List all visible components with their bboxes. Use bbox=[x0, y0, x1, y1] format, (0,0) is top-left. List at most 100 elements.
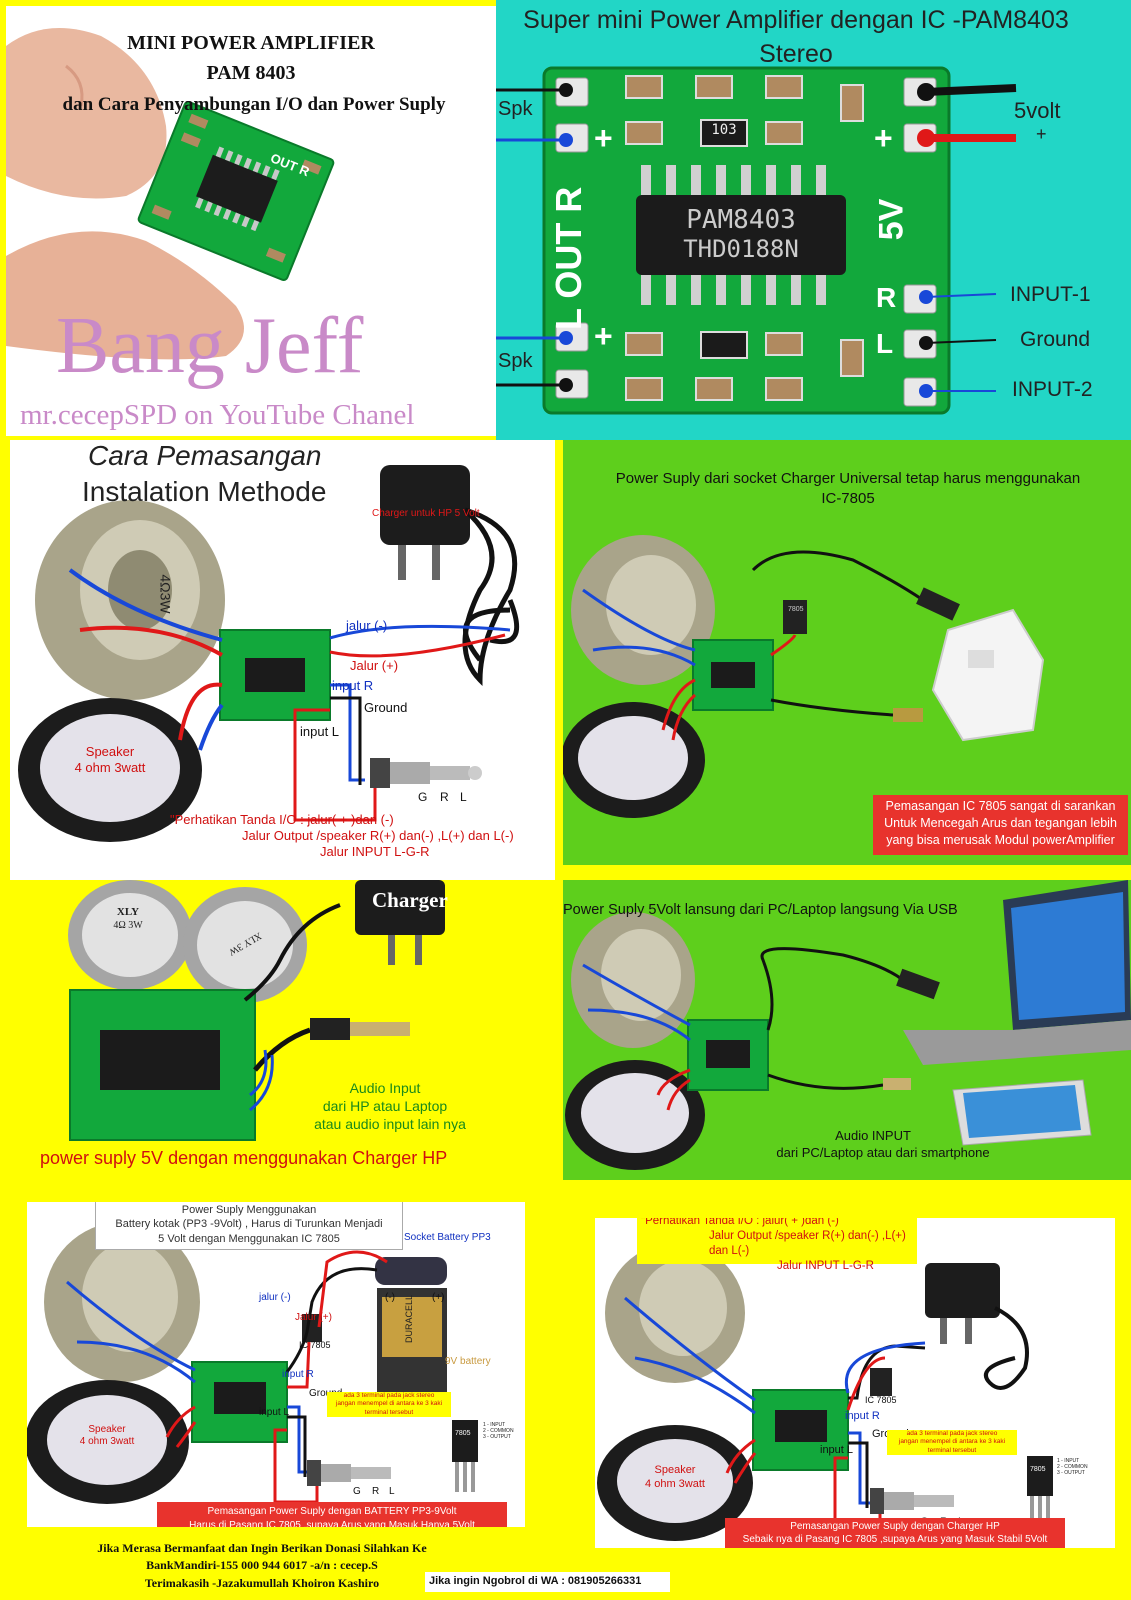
ic-note-box: Pemasangan IC 7805 sangat di sarankan Un… bbox=[873, 795, 1128, 855]
speaker1-spec: 4Ω 3W bbox=[113, 920, 143, 931]
audio-input-2: dari HP atau Laptop bbox=[322, 1098, 448, 1114]
panel-installation: Cara Pemasangan Instalation Methode Char… bbox=[10, 440, 555, 880]
charger-label: Charger untuk HP 5 Volt bbox=[372, 508, 480, 519]
battery-minus: (-) bbox=[385, 1292, 395, 1303]
battery-diagram bbox=[27, 1222, 478, 1504]
regulator-pins: 1 - INPUT 2 - COMMON 3 - OUTPUT bbox=[483, 1422, 514, 1440]
charger-hp-diagram bbox=[68, 880, 445, 1141]
ic-label: IC 7805 bbox=[299, 1340, 331, 1350]
speaker-label-2: 4 ohm 3watt bbox=[74, 760, 146, 775]
jack-note-1: ada 3 terminal pada jack stereo bbox=[906, 1430, 998, 1437]
donation-footer: Jika Merasa Bermanfaat dan Ingin Berikan… bbox=[27, 1540, 497, 1592]
install-title-2: Instalation Methode bbox=[82, 476, 327, 507]
input-r-label: input R bbox=[282, 1369, 314, 1380]
title-line-2: PAM 8403 bbox=[206, 62, 296, 84]
io-note-3: Jalur INPUT L-G-R bbox=[777, 1259, 874, 1272]
channel-name: mr.cecepSPD on YouTube Chanel bbox=[20, 399, 415, 431]
spk-top-label: Spk bbox=[498, 98, 533, 120]
donation-line-2: BankMandiri-155 000 944 6017 -a/n : cece… bbox=[146, 1558, 378, 1573]
ic-note-2: Untuk Mencegah Arus dan tegangan lebih bbox=[884, 815, 1117, 830]
jalur-pos-label: Jalur (+) bbox=[350, 658, 399, 673]
spk-bottom-label: Spk bbox=[498, 350, 533, 372]
usb-title-2: IC-7805 bbox=[821, 490, 875, 507]
note-line-3: Jalur INPUT L-G-R bbox=[320, 844, 430, 859]
laptop-title: Power Suply 5Volt lansung dari PC/Laptop… bbox=[563, 902, 958, 918]
hand-with-board-illustration: OUT R bbox=[6, 28, 335, 360]
ic-label: IC 7805 bbox=[865, 1395, 897, 1405]
plus-mark-right: + bbox=[874, 120, 893, 156]
input-l-label: input L bbox=[300, 724, 340, 739]
regulator-pins: 1 - INPUT 2 - COMMON 3 - OUTPUT bbox=[1057, 1458, 1088, 1476]
pin-label-r: R bbox=[876, 282, 897, 313]
jack-g: G bbox=[353, 1486, 361, 1497]
charger-ic-diagram bbox=[597, 1243, 1053, 1541]
charger-text: Charger bbox=[372, 888, 448, 912]
charger-ic-note-2: Sebaik nya di Pasang IC 7805 ,supaya Aru… bbox=[742, 1534, 1048, 1545]
jalur-neg-label: jalur (-) bbox=[259, 1292, 291, 1303]
jack-l: L bbox=[460, 790, 467, 804]
battery-info-2: Battery kotak (PP3 -9Volt) , Harus di Tu… bbox=[115, 1218, 383, 1231]
speaker-label-2: 4 ohm 3watt bbox=[79, 1436, 135, 1447]
input2-label: INPUT-2 bbox=[1012, 378, 1093, 401]
input-r-label: input R bbox=[332, 678, 374, 693]
volt-plus-label: + bbox=[1036, 124, 1047, 144]
jack-g: G bbox=[418, 790, 428, 804]
battery-note-1: Pemasangan Power Suply dengan BATTERY PP… bbox=[207, 1506, 457, 1517]
pinout-title: Super mini Power Amplifier dengan IC -PA… bbox=[523, 6, 1069, 34]
panel-usb-laptop: Power Suply 5Volt lansung dari PC/Laptop… bbox=[563, 880, 1131, 1180]
battery-info-box: Power Suply Menggunakan Battery kotak (P… bbox=[95, 1202, 403, 1250]
panel-pinout: Super mini Power Amplifier dengan IC -PA… bbox=[496, 0, 1131, 440]
ic-label: 7805 bbox=[788, 606, 804, 613]
donation-line-1: Jika Merasa Bermanfaat dan Ingin Berikan… bbox=[97, 1541, 427, 1555]
plus-mark-left: + bbox=[594, 120, 613, 156]
socket-label: Socket Battery PP3 bbox=[404, 1232, 491, 1243]
laptop-audio-1: Audio INPUT bbox=[835, 1128, 911, 1143]
battery-label: 9V battery bbox=[445, 1356, 491, 1367]
pin-label-l: L bbox=[876, 328, 894, 359]
installation-diagram bbox=[18, 465, 520, 842]
battery-info-3: 5 Volt dengan Menggunakan IC 7805 bbox=[158, 1232, 340, 1245]
note-line-1: "Perhatikan Tanda I/O : jalur( + )dan (-… bbox=[170, 812, 394, 827]
jalur-neg-label: jalur (-) bbox=[346, 618, 388, 633]
side-label-5v: 5V bbox=[872, 198, 911, 241]
ic-note-1: Pemasangan IC 7805 sangat di sarankan bbox=[885, 799, 1116, 813]
input-l-label: input L bbox=[259, 1407, 290, 1418]
laptop-audio-2: dari PC/Laptop atau dari smartphone bbox=[776, 1145, 990, 1160]
charger-ic-note-1: Pemasangan Power Suply dengan Charger HP bbox=[790, 1521, 1000, 1532]
ic-note-3: yang bisa merusak Modul powerAmplifier bbox=[886, 832, 1115, 847]
donation-line-3: Terimakasih -Jazakumullah Khoiron Kashir… bbox=[144, 1575, 380, 1590]
panel-usb-charger: Power Suply dari socket Charger Universa… bbox=[563, 440, 1131, 865]
panel-battery: Power Suply Menggunakan Battery kotak (P… bbox=[27, 1202, 525, 1527]
jack-note-2: jangan menempel di antara ke 3 kaki bbox=[898, 1438, 1006, 1446]
battery-info-1: Power Suply Menggunakan bbox=[181, 1204, 317, 1216]
panel-title-photo: OUT R MINI POWER AMPLIFIER PAM 8403 dan … bbox=[6, 6, 496, 436]
ground-label: Ground bbox=[364, 700, 408, 715]
chip-marking-2: THD0188N bbox=[683, 235, 799, 263]
install-title-1: Cara Pemasangan bbox=[88, 440, 322, 471]
jack-note-box: ada 3 terminal pada jack stereo jangan m… bbox=[327, 1392, 451, 1418]
regulator-mark: 7805 bbox=[1030, 1466, 1046, 1473]
input1-label: INPUT-1 bbox=[1010, 283, 1091, 306]
pinout-board-diagram bbox=[496, 66, 1017, 415]
title-line-3: dan Cara Penyambungan I/O dan Power Supl… bbox=[62, 94, 446, 115]
io-note-box: "Perhatikan Tanda I/O : jalur( + )dan (-… bbox=[637, 1218, 917, 1272]
jalur-pos-label: Jalur (+) bbox=[295, 1312, 332, 1323]
speaker-top-mark: 4Ω3W bbox=[157, 574, 174, 614]
input-l-label: input L bbox=[820, 1444, 854, 1456]
ground-label: Ground bbox=[1020, 328, 1091, 351]
whatsapp-contact: Jika ingin Ngobrol di WA : 081905266331 bbox=[425, 1572, 670, 1592]
volt-label: 5volt bbox=[1014, 98, 1061, 123]
resistor-code: 103 bbox=[711, 122, 737, 138]
speaker-label-2: 4 ohm 3watt bbox=[645, 1478, 705, 1490]
audio-input-3: atau audio input lain nya bbox=[314, 1116, 466, 1132]
jack-note-2: jangan menempel di antara ke 3 kaki bbox=[335, 1400, 443, 1408]
jack-note-1: ada 3 terminal pada jack stereo bbox=[343, 1392, 435, 1399]
pinout-subtitle: Stereo bbox=[759, 40, 833, 68]
note-line-2: Jalur Output /speaker R(+) dan(-) ,L(+) … bbox=[242, 828, 514, 843]
panel-charger-ic: "Perhatikan Tanda I/O : jalur( + )dan (-… bbox=[595, 1218, 1115, 1548]
speaker1-brand: XLY bbox=[116, 906, 140, 918]
io-note-2: Jalur Output /speaker R(+) dan(-) ,L(+) … bbox=[709, 1229, 906, 1257]
plus-mark-left-bottom: + bbox=[594, 318, 613, 354]
brand-name: Bang Jeff bbox=[56, 302, 364, 390]
battery-brand: DURACELL bbox=[404, 1294, 415, 1344]
